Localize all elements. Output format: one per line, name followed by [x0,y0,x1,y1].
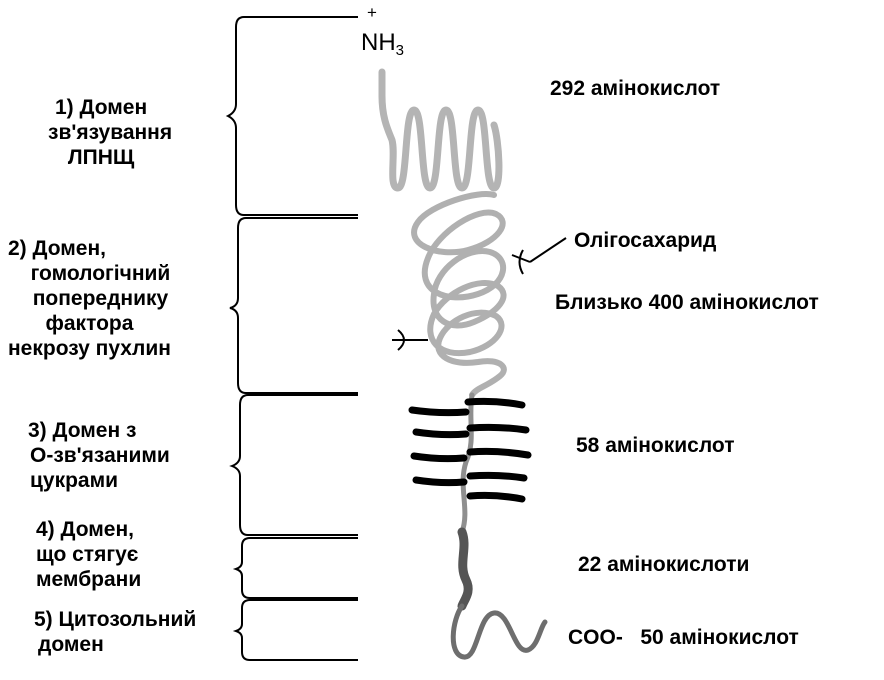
domain-label-3: 3) Домен з О-зв'язаними цукрами [22,418,170,493]
domain-2-line-5: некрозу пухлин [8,336,171,361]
sugar-bar-9 [470,495,522,499]
chain-ldl-binding-repeats [382,72,499,188]
domain-1-line-3: ЛПНЩ [30,145,172,170]
annotation-22-amino-acids: 22 амінокислоти [578,552,749,577]
annotation-oligosaccharide: Олігосахарид [574,228,716,253]
domain-4-line-3: мембрани [36,567,141,592]
brace-domain-5 [236,600,358,660]
brace-domain-4 [236,538,358,598]
brace-domain-3 [232,395,358,535]
n-terminus-label: NH3 [361,30,404,64]
annotation-58-amino-acids: 58 амінокислот [576,433,735,458]
domain-2-line-3: попереднику [8,286,171,311]
domain-2-line-1: 2) Домен, [8,236,171,261]
oligosaccharide-left-marker [392,330,428,350]
domain-1-line-2: зв'язування [30,120,172,145]
sugar-bar-6 [470,451,528,455]
domain-label-2: 2) Домен, гомологічний попереднику факто… [8,236,171,361]
domain-label-4: 4) Домен, що стягує мембрани [36,517,141,592]
sugar-bar-2 [468,401,522,405]
domain-3-line-1: 3) Домен з [22,418,170,443]
sugar-bar-5 [414,456,464,459]
domain-2-line-2: гомологічний [8,261,171,286]
annotation-coo-50-amino-acids: COO- 50 амінокислот [568,625,799,650]
sugar-bar-4 [470,427,526,430]
sugar-bar-8 [470,475,524,478]
n-terminus-charge: + [367,4,377,22]
brace-domain-1 [228,17,358,215]
n-terminus-main: NH [361,29,396,56]
sugar-bar-1 [412,410,466,413]
domain-label-1: 1) Домен зв'язування ЛПНЩ [30,95,172,170]
domain-4-line-1: 4) Домен, [36,517,141,542]
domain-2-line-4: фактора [8,311,171,336]
oligosaccharide-pointer [530,238,566,262]
annotation-292-amino-acids: 292 амінокислот [550,76,720,101]
domain-4-line-2: що стягує [36,542,141,567]
oligosaccharide-right-marker [512,250,530,274]
chain-cytosolic-tail [453,606,545,657]
domain-3-line-3: цукрами [22,468,170,493]
domain-5-line-2: домен [34,632,196,657]
domain-5-line-1: 5) Цитозольний [34,607,196,632]
domain-1-line-1: 1) Домен [30,95,172,120]
annotation-about-400-amino-acids: Близько 400 амінокислот [555,290,819,315]
domain-label-5: 5) Цитозольний домен [34,607,196,657]
sugar-bar-7 [416,480,464,483]
sugar-bar-3 [416,432,466,435]
chain-transmembrane-segment [462,532,468,606]
domain-3-line-2: О-зв'язаними [22,443,170,468]
brace-domain-2 [230,218,358,393]
chain-egf-precursor-homology [414,194,504,395]
n-terminus-subscript: 3 [396,42,404,59]
domain-braces [228,17,358,660]
